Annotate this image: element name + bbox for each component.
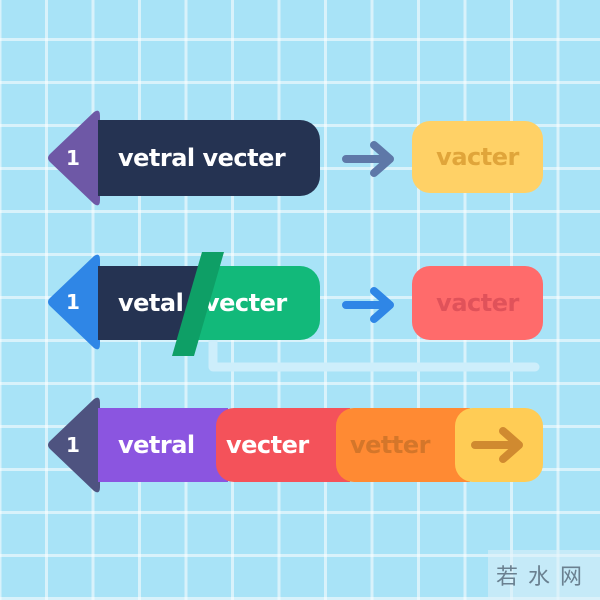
back-arrowhead-1[interactable] [44, 108, 100, 208]
segment-vecter-red[interactable]: vecter [216, 408, 350, 482]
arrow-left-icon [48, 397, 100, 493]
target-vacter-yellow[interactable]: vacter [412, 121, 543, 193]
watermark: 若水网 [488, 550, 600, 600]
target-label: vacter [436, 289, 519, 317]
back-arrowhead-2[interactable] [44, 252, 100, 352]
segment-label: vetter [350, 431, 430, 459]
target-label: vacter [436, 143, 519, 171]
arrow-left-icon [48, 110, 100, 206]
segment-vetral-purple[interactable]: vetral [98, 408, 228, 482]
arrow-right-icon [342, 287, 394, 323]
end-cap-next-button[interactable] [455, 408, 543, 482]
segment-label: vecter [226, 431, 309, 459]
segment-label: vetral vecter [118, 144, 286, 172]
segment-label: vetal [118, 289, 184, 317]
arrow-right-icon [342, 141, 394, 177]
segment-label: vecter [204, 289, 287, 317]
arrow-left-icon [48, 254, 100, 350]
arrow-right-icon [471, 427, 523, 463]
segment-vetral-vecter[interactable]: vetral vecter [98, 120, 320, 196]
segment-vetter-orange[interactable]: vetter [336, 408, 470, 482]
split-divider [172, 252, 224, 356]
target-vacter-red[interactable]: vacter [412, 266, 543, 340]
back-arrowhead-3[interactable] [44, 395, 100, 495]
connector-line [208, 335, 540, 372]
step-number: 1 [66, 146, 80, 170]
step-number: 1 [66, 433, 80, 457]
segment-vetal-dark[interactable]: vetal [98, 266, 198, 340]
step-number: 1 [66, 290, 80, 314]
segment-label: vetral [118, 431, 195, 459]
